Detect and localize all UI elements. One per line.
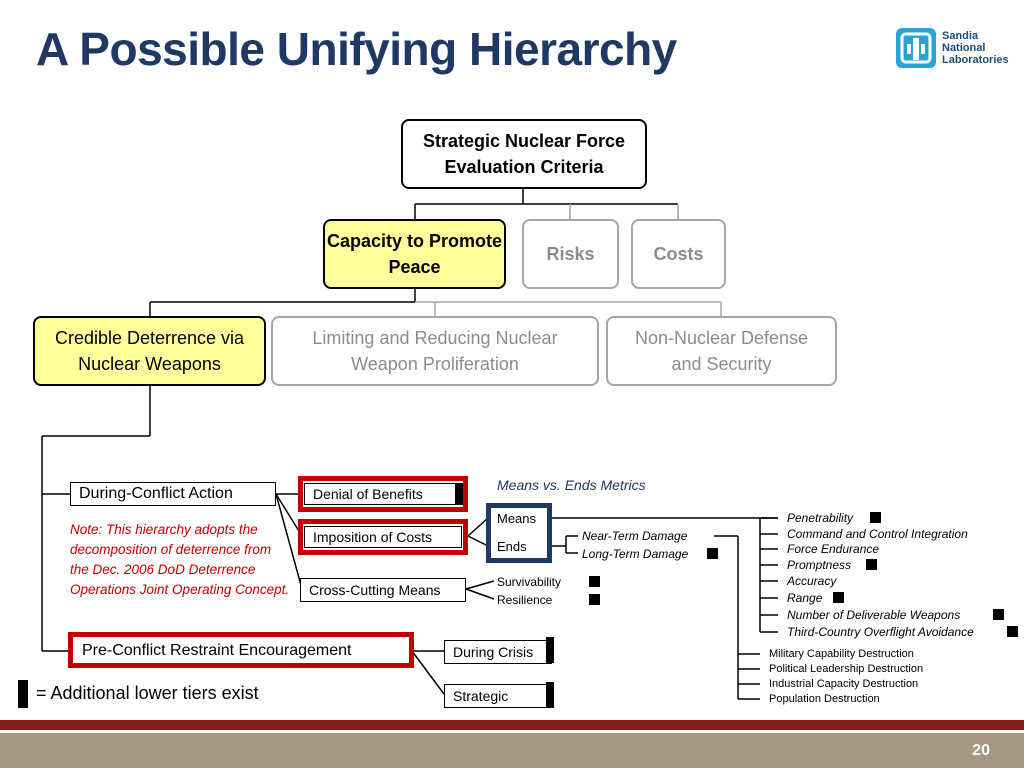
metric-item: Third-Country Overflight Avoidance: [787, 625, 974, 639]
means-ends-title: Means vs. Ends Metrics: [497, 477, 646, 493]
metric-item: Force Endurance: [787, 542, 880, 556]
tier-marker: [993, 609, 1004, 620]
metric-item: Command and Control Integration: [787, 527, 968, 541]
risks-node: Risks: [522, 219, 619, 289]
footer-accent-line: [0, 720, 1024, 730]
proliferation-node: Limiting and Reducing Nuclear Weapon Pro…: [271, 316, 599, 386]
tier-marker: [589, 594, 600, 605]
means-label: Means: [497, 511, 537, 526]
legend-text: = Additional lower tiers exist: [36, 683, 259, 703]
tier-marker: [546, 682, 554, 708]
pre-conflict-highlight: [68, 632, 414, 668]
during-crisis-node: During Crisis: [444, 640, 552, 664]
tier-marker: [870, 512, 881, 523]
destruction-item: Population Destruction: [769, 693, 880, 705]
metric-item: Number of Deliverable Weapons: [787, 608, 961, 622]
sandia-logo-icon: [896, 28, 936, 68]
tier-marker: [1007, 626, 1018, 637]
imposition-node: Imposition of Costs: [304, 526, 462, 548]
nonnuclear-node: Non-Nuclear Defense and Security: [606, 316, 837, 386]
long-term-label: Long-Term Damage: [582, 547, 689, 561]
metric-item: Penetrability: [787, 511, 854, 525]
denial-node: Denial of Benefits: [304, 483, 462, 505]
pre-conflict-node: Pre-Conflict Restraint Encouragement: [74, 639, 408, 662]
tier-marker: [546, 637, 554, 663]
tier-marker: [455, 483, 463, 505]
slide-title: A Possible Unifying Hierarchy: [36, 23, 677, 75]
costs-node: Costs: [631, 219, 726, 289]
destruction-item: Military Capability Destruction: [769, 648, 914, 660]
metric-item: Accuracy: [787, 574, 837, 588]
near-term-label: Near-Term Damage: [582, 529, 688, 543]
imposition-highlight: [298, 519, 468, 555]
metric-item: Range: [787, 591, 823, 605]
tier-marker: [589, 576, 600, 587]
means-ends-frame: [486, 503, 552, 563]
metric-item: Promptness: [787, 558, 852, 572]
tier-marker: [707, 548, 718, 559]
ends-label: Ends: [497, 539, 527, 554]
page-number: 20: [972, 742, 990, 759]
root-node: Strategic Nuclear Force Evaluation Crite…: [401, 119, 647, 189]
tier-marker: [833, 592, 844, 603]
survivability-label: Survivability: [497, 575, 562, 589]
hierarchy-note: Note: This hierarchy adopts the decompos…: [70, 522, 290, 597]
destruction-item: Industrial Capacity Destruction: [769, 678, 919, 690]
cross-cutting-node: Cross-Cutting Means: [300, 578, 466, 602]
during-conflict-node: During-Conflict Action: [70, 482, 276, 506]
capacity-node: Capacity to Promote Peace: [323, 219, 506, 289]
denial-highlight: [298, 476, 468, 512]
destruction-item: Political Leadership Destruction: [769, 663, 924, 675]
legend-tier-marker: [18, 680, 28, 708]
deterrence-node: Credible Deterrence via Nuclear Weapons: [33, 316, 266, 386]
tier-marker: [866, 559, 877, 570]
resilience-label: Resilience: [497, 593, 553, 607]
footer-bar: [0, 733, 1024, 768]
strategic-node: Strategic: [444, 684, 552, 708]
